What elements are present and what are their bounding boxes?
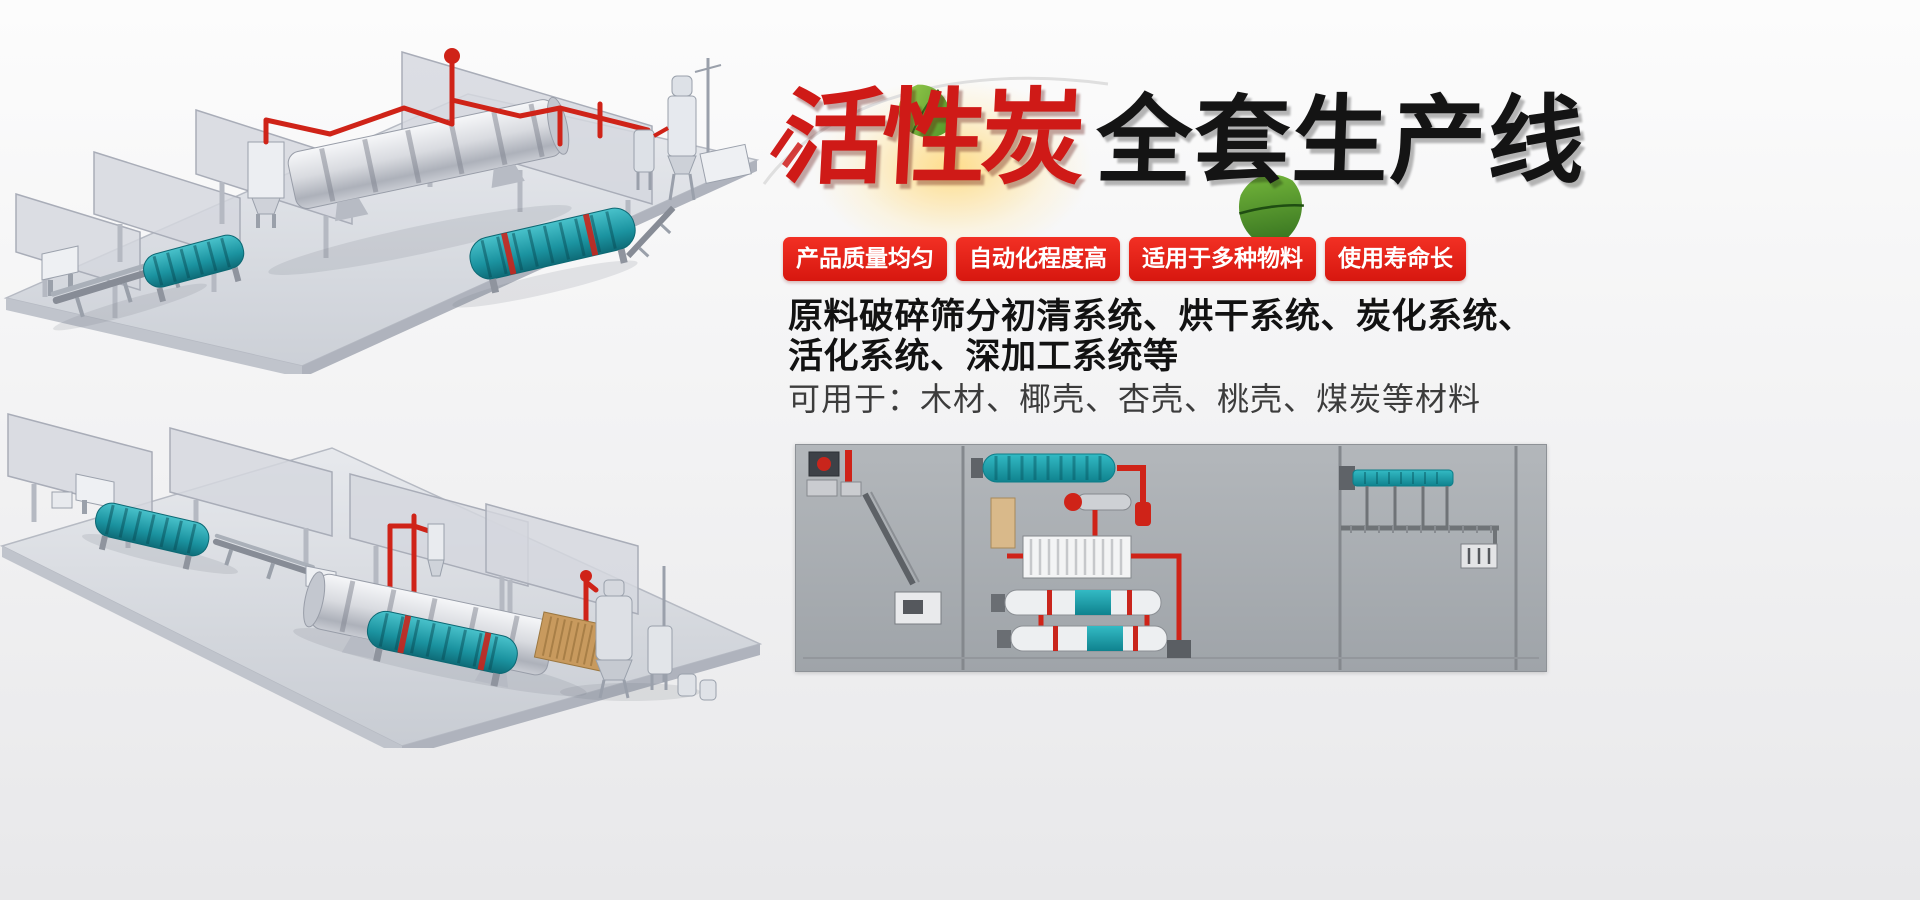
- wall-panels: [7, 413, 639, 615]
- headline-black-text: 全套生产线: [1094, 88, 1588, 195]
- red-piping: [263, 61, 651, 147]
- feature-badge-automation: 自动化程度高: [956, 237, 1120, 281]
- plant-layout-schematic: [795, 444, 1547, 672]
- brick-stack: [990, 497, 1016, 549]
- ground-shadows: [53, 204, 638, 331]
- feature-badges: 产品质量均匀 自动化程度高 适用于多种物料 使用寿命长: [783, 237, 1466, 281]
- feature-badge-materials: 适用于多种物料: [1129, 237, 1316, 281]
- headline: 活性炭 全套生产线: [780, 82, 1588, 197]
- cooling-drum: [469, 207, 636, 294]
- dryer-drum: [971, 453, 1151, 526]
- bucket-elevator: [626, 205, 676, 259]
- packing-conveyors: [1339, 466, 1499, 569]
- brush-stroke-decoration: [770, 128, 803, 168]
- leaf-icon: [1238, 174, 1304, 248]
- activation-drums: [991, 589, 1191, 658]
- gas-cooler: [1064, 493, 1132, 536]
- production-line-3d-render-top: [3, 48, 760, 374]
- feature-badge-lifespan: 使用寿命长: [1325, 237, 1466, 281]
- production-line-3d-render-bottom: [0, 413, 763, 748]
- feed-hopper: [41, 245, 79, 296]
- headline-red-text: 活性炭: [780, 82, 1084, 197]
- heat-exchanger: [1007, 535, 1182, 640]
- rotary-drum-small: [95, 502, 210, 570]
- crusher-cluster: [806, 450, 942, 625]
- leaf-icon: [898, 84, 951, 138]
- red-valve: [580, 570, 592, 582]
- brick-heat-exchanger: [533, 611, 612, 672]
- cyclone-separator: [427, 523, 445, 577]
- dust-filter-cabinet: [247, 141, 285, 228]
- transfer-conveyor: [212, 533, 315, 580]
- red-tank: [444, 48, 460, 64]
- system-description-line-2: 活化系统、深加工系统等: [788, 336, 1179, 376]
- feature-badge-quality: 产品质量均匀: [783, 237, 947, 281]
- cooling-drum: [366, 610, 518, 687]
- system-description: 原料破碎筛分初清系统、烘干系统、炭化系统、 活化系统、深加工系统等: [788, 297, 1534, 377]
- discharge-box: [699, 143, 752, 184]
- rotary-drum-small: [143, 234, 245, 303]
- system-description-line-1: 原料破碎筛分初清系统、烘干系统、炭化系统、: [788, 297, 1534, 336]
- material-description: 可用于：木材、椰壳、杏壳、桃壳、煤炭等材料: [788, 381, 1482, 417]
- carbonization-furnace: [633, 58, 722, 201]
- carbonization-furnace: [595, 566, 717, 701]
